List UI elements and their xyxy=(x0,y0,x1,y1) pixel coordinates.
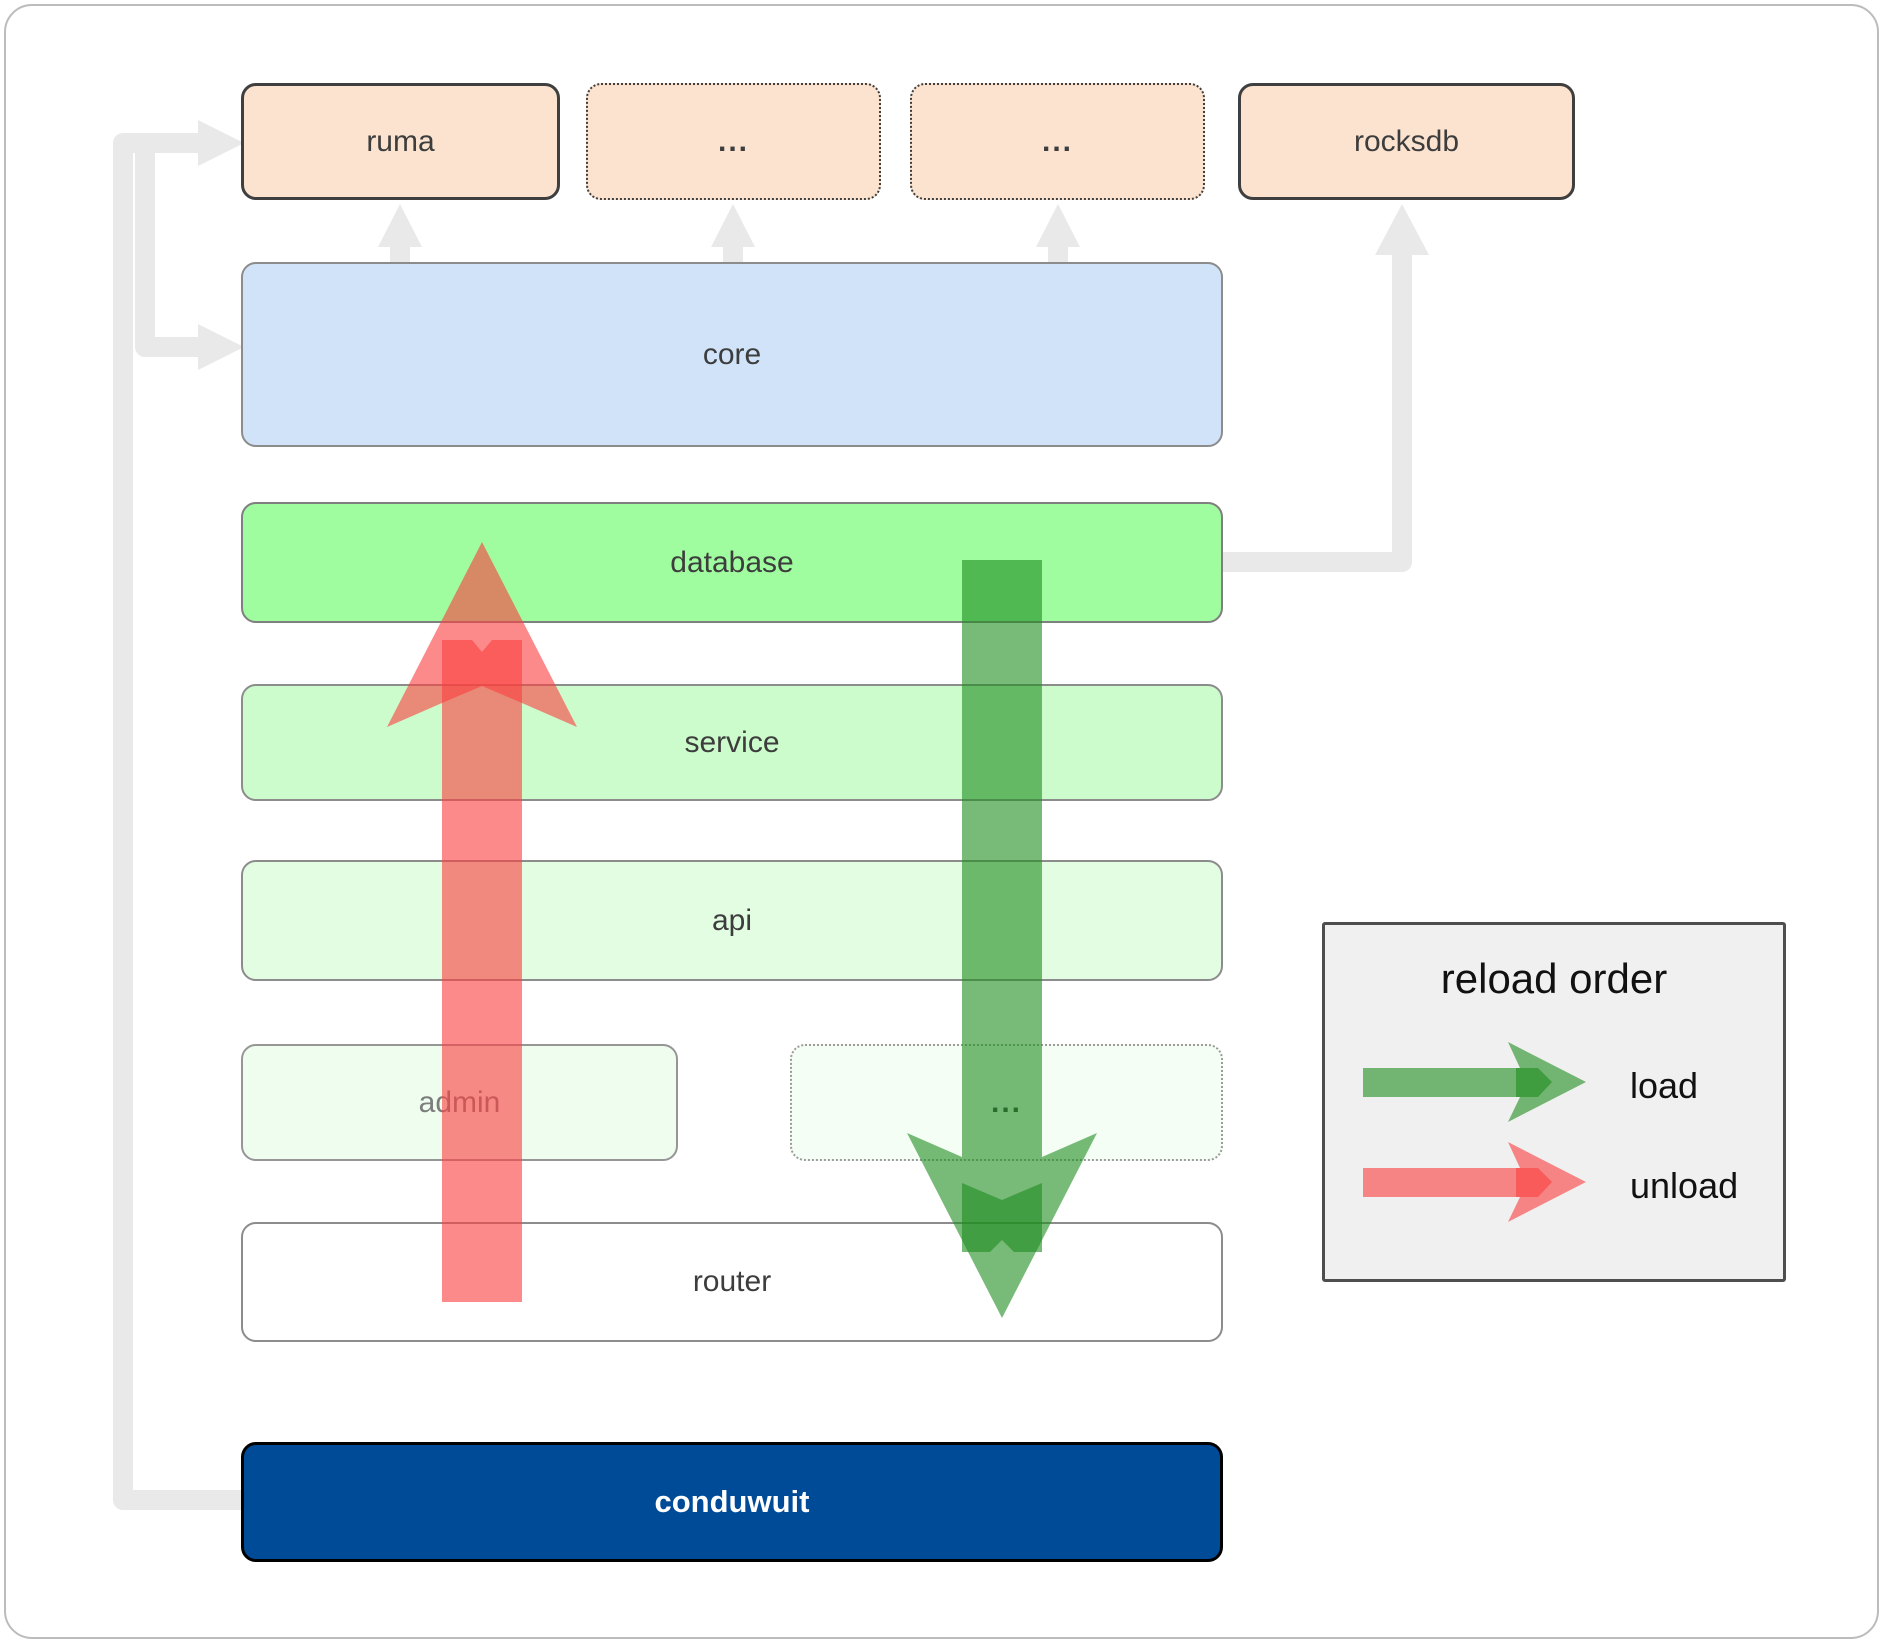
node-core-label: core xyxy=(702,337,762,371)
arrowhead-core-ruma-icon xyxy=(378,204,422,247)
arrowhead-into-core-icon xyxy=(198,324,244,370)
node-services-more-label: ... xyxy=(990,1085,1022,1119)
legend-title: reload order xyxy=(1440,955,1668,1002)
edge-database-to-rocksdb xyxy=(1223,254,1412,572)
node-api-label: api xyxy=(711,903,753,937)
node-external-more-1-label: ... xyxy=(717,124,749,158)
node-external-more-2-label: ... xyxy=(1041,124,1073,158)
node-rocksdb-label: rocksdb xyxy=(1353,124,1460,158)
node-service-label: service xyxy=(684,725,780,759)
node-service: service xyxy=(241,684,1223,801)
node-admin: admin xyxy=(241,1044,678,1161)
node-external-more-2: ... xyxy=(910,83,1205,200)
arrowhead-into-rocksdb-icon xyxy=(1375,204,1429,255)
node-router: router xyxy=(241,1222,1223,1342)
edge-conduwuit-to-ruma xyxy=(113,133,242,1510)
node-ruma-label: ruma xyxy=(366,124,435,158)
node-router-label: router xyxy=(692,1265,772,1298)
node-database: database xyxy=(241,502,1223,623)
node-external-more-1: ... xyxy=(586,83,881,200)
node-conduwuit-label: conduwuit xyxy=(654,1484,810,1519)
node-admin-label: admin xyxy=(418,1085,501,1119)
legend-load-label: load xyxy=(1630,1065,1699,1106)
node-database-label: database xyxy=(670,545,794,579)
node-rocksdb: rocksdb xyxy=(1238,83,1575,200)
arrowhead-core-ext1-icon xyxy=(711,204,755,247)
node-ruma: ruma xyxy=(241,83,560,200)
node-core: core xyxy=(241,262,1223,447)
arrowhead-into-ruma-icon xyxy=(198,120,244,166)
edge-conduwuit-to-core xyxy=(135,152,199,357)
node-api: api xyxy=(241,860,1223,981)
arrowhead-core-ext2-icon xyxy=(1036,204,1080,247)
node-conduwuit: conduwuit xyxy=(241,1442,1223,1562)
diagram-outer-border xyxy=(4,4,1879,1639)
node-services-more: ... xyxy=(790,1044,1223,1161)
legend-unload-label: unload xyxy=(1630,1165,1739,1206)
legend-box: reload order load unload xyxy=(1322,922,1786,1282)
